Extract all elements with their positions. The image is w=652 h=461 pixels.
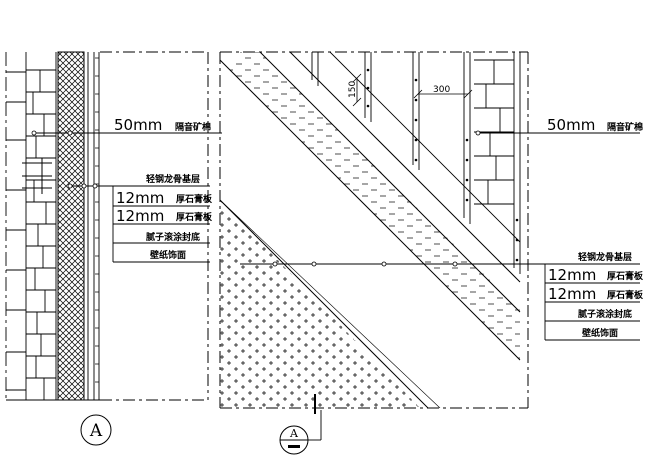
masonry-wall [5, 52, 57, 400]
right-wall-section: 150 300 [219, 51, 529, 409]
sound-insulation-band [57, 51, 85, 401]
dimension-horizontal: 300 [433, 85, 450, 95]
left-wall-section [5, 51, 209, 401]
right-diagonal-layers [220, 52, 521, 408]
left-insulation-size: 50mm [114, 116, 162, 134]
left-section-letter: A [89, 421, 103, 441]
right-detail-border [219, 51, 529, 409]
dimension-marks [352, 73, 473, 107]
left-layer-steel-keel: 轻钢龙骨基层 [146, 173, 200, 185]
right-layer-putty: 腻子滚涂封底 [578, 308, 632, 320]
left-layer-board1-material: 厚石膏板 [176, 193, 213, 205]
left-section-mark: A [80, 414, 112, 446]
right-layer-board2-size: 12mm [548, 285, 596, 303]
right-section-letter: A [289, 427, 299, 440]
right-callouts: 50mm 隔音矿棉 轻钢龙骨基层 12mm 厚石膏板 12mm 厚石膏板 腻子滚… [240, 116, 644, 341]
wall-anchors [22, 158, 52, 194]
dimension-vertical: 150 [348, 81, 358, 98]
right-screw-points [366, 68, 519, 262]
left-layer-board2-material: 厚石膏板 [176, 211, 213, 223]
left-layer-wallpaper: 壁纸饰面 [150, 249, 186, 261]
left-layer-board2-size: 12mm [116, 207, 164, 225]
left-layer-putty: 腻子滚涂封底 [146, 231, 200, 243]
left-insulation-material: 隔音矿棉 [175, 121, 211, 133]
right-section-mark: A [279, 394, 322, 455]
right-insulation-size: 50mm [547, 116, 595, 134]
right-layer-wallpaper: 壁纸饰面 [582, 327, 618, 339]
left-detail-border [6, 51, 209, 401]
right-stud-frame [311, 52, 521, 274]
right-layer-board1-material: 厚石膏板 [607, 270, 644, 282]
left-callouts: 50mm 隔音矿棉 轻钢龙骨基层 12mm 厚石膏板 12mm 厚石膏板 腻子滚… [31, 116, 222, 263]
left-layer-board1-size: 12mm [116, 189, 164, 207]
right-insulation-material: 隔音矿棉 [607, 121, 643, 133]
right-dash-band [220, 52, 520, 360]
gypsum-board-layers [87, 52, 100, 400]
right-layer-steel-keel: 轻钢龙骨基层 [578, 251, 632, 263]
right-layer-board2-material: 厚石膏板 [607, 289, 644, 301]
right-layer-board1-size: 12mm [548, 266, 596, 284]
right-plus-region [220, 200, 420, 408]
